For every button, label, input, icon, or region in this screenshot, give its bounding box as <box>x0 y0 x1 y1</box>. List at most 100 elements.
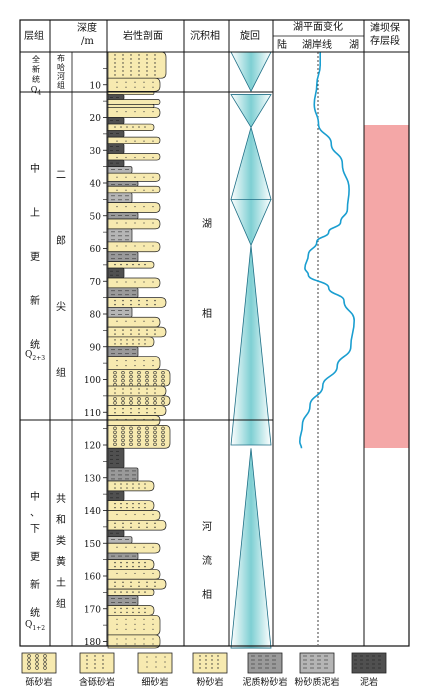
lithology-layer-mudsilt <box>107 552 139 560</box>
legend-label-mudsilt: 泥质粉砂岩 <box>242 678 288 688</box>
depth-tick-label: 60 <box>90 245 102 255</box>
lithology-layer-gravel <box>107 395 171 407</box>
lithology-layer-siltmud <box>107 307 133 318</box>
header-lithology: 岩性剖面 <box>123 31 163 42</box>
lithology-layer-mudsilt <box>107 251 139 262</box>
mid-lower-series-label: 中 、 下 更 新 统 Q1+2 <box>25 488 45 632</box>
holocene-char: 新 <box>32 65 40 74</box>
mid-upper-char: 统 <box>30 340 40 351</box>
lithology-layer-pebbly <box>107 519 167 531</box>
legend-swatch-mud <box>351 652 387 674</box>
cycle-triangles <box>230 51 272 649</box>
legend-label-pebbly: 含砾砂岩 <box>78 678 115 688</box>
mid-lower-char: 、 <box>30 508 40 519</box>
lithology-layer-mud <box>107 94 125 100</box>
buha-char: 哈 <box>57 63 65 72</box>
mid-lower-code: Q1+2 <box>25 620 46 632</box>
lithology-layer-silt <box>107 588 155 596</box>
facies-char: 河 <box>202 522 212 533</box>
depth-tick-label: 170 <box>84 605 101 615</box>
header-shoreline: 湖岸线 <box>302 40 332 51</box>
depth-tick-label: 130 <box>84 474 101 484</box>
holocene-series-label: 全 新 统 Q4 <box>30 55 42 99</box>
depth-tick-label: 180 <box>84 638 101 648</box>
mid-lower-char: 中 <box>30 492 40 503</box>
lake-level-curve <box>298 51 356 449</box>
lithology-layer-mudsilt <box>107 346 139 357</box>
erlangjian-char: 尖 <box>56 302 66 313</box>
header-depth-line1: 深度 <box>77 23 97 34</box>
lithology-layer-mud <box>107 267 125 279</box>
header-preserve-line2: 存层段 <box>370 36 400 47</box>
mid-lower-char: 统 <box>30 608 40 619</box>
mid-upper-char: 上 <box>30 208 40 219</box>
lithology-layer-fine <box>107 569 161 580</box>
gonghe-group-label: 共 和 类 黄 土 组 <box>53 490 69 610</box>
depth-tick-label: 150 <box>84 540 101 550</box>
lithology-layer-mud <box>107 117 125 125</box>
gonghe-char: 共 <box>56 494 66 505</box>
gonghe-char: 组 <box>56 599 66 610</box>
facies-char: 流 <box>202 556 212 567</box>
cycle-triangle-up <box>230 125 272 200</box>
cycle-triangle-down <box>230 51 272 93</box>
gonghe-char: 土 <box>56 578 66 589</box>
lithology-layer-mud <box>107 130 125 138</box>
facies-char: 湖 <box>202 219 212 230</box>
lithology-layer-fine <box>107 316 161 328</box>
mid-lower-char: 更 <box>30 552 40 563</box>
erlangjian-char: 组 <box>56 368 66 379</box>
header-cycle: 旋回 <box>240 31 260 42</box>
header-depth-line2: /m <box>81 36 94 47</box>
holocene-char: 全 <box>32 55 40 64</box>
depth-tick-label: 40 <box>90 180 102 190</box>
lithology-layer-fine <box>107 107 161 118</box>
buha-char: 组 <box>57 81 65 90</box>
legend-swatch-silt <box>192 652 228 674</box>
depth-tick-label: 120 <box>84 442 101 452</box>
mid-upper-char: 更 <box>30 252 40 263</box>
holocene-code: Q4 <box>30 85 42 97</box>
legend-swatch-pebbly <box>79 652 115 674</box>
lithology-layer-siltmud <box>107 192 133 203</box>
lithology-layer-mud <box>107 529 125 538</box>
legend-swatch-fine <box>137 652 173 674</box>
legend-label-siltmud: 粉砂质泥岩 <box>294 678 340 688</box>
lithology-layer-pebbly <box>107 297 167 308</box>
lithology-layer-silt <box>107 500 155 511</box>
legend-swatches <box>21 652 387 674</box>
depth-tick-label: 20 <box>90 114 102 124</box>
lithology-layer-fine <box>107 185 161 194</box>
legend-swatch-siltmud <box>299 652 335 674</box>
depth-tick-label: 160 <box>84 573 101 583</box>
legend-swatch-gravel <box>21 652 57 674</box>
header-lake-change: 湖平面变化 <box>293 22 343 33</box>
depth-tick-label: 30 <box>90 147 102 157</box>
lithology-layer-silt <box>107 605 155 616</box>
lithology-layer-mudsilt <box>107 212 139 220</box>
lithology-layer-gravel <box>107 369 171 387</box>
depth-tick-label: 70 <box>90 278 102 288</box>
cycle-triangle-up <box>230 448 272 649</box>
lithology-layer-siltmud <box>107 166 133 174</box>
lithology-layer-fine <box>107 99 161 105</box>
gonghe-char: 和 <box>56 515 66 526</box>
lithology-layer-fine <box>107 77 161 92</box>
lithology-layer-mudsilt <box>107 287 139 298</box>
lithology-layer-mud <box>107 159 125 167</box>
preserved-interval-band <box>364 125 409 448</box>
lithology-layer-fine <box>107 614 161 636</box>
lithology-layer-mud <box>107 143 125 154</box>
header-preserve-line1: 滩坝保 <box>370 23 400 34</box>
erlangjian-group-label: 二 郎 尖 组 <box>53 166 69 379</box>
depth-tick-label: 110 <box>84 409 101 419</box>
lithology-layer-silt <box>107 104 155 109</box>
lithology-layer-silt <box>107 336 155 348</box>
legend-swatch-mudsilt <box>247 652 283 674</box>
lithology-layer-fine <box>107 634 161 649</box>
lithology-layer-fine <box>107 172 161 182</box>
lithology-layer-pebbly <box>107 578 167 590</box>
mid-lower-char: 新 <box>30 580 40 591</box>
lithology-layer-pebbly <box>107 385 167 397</box>
